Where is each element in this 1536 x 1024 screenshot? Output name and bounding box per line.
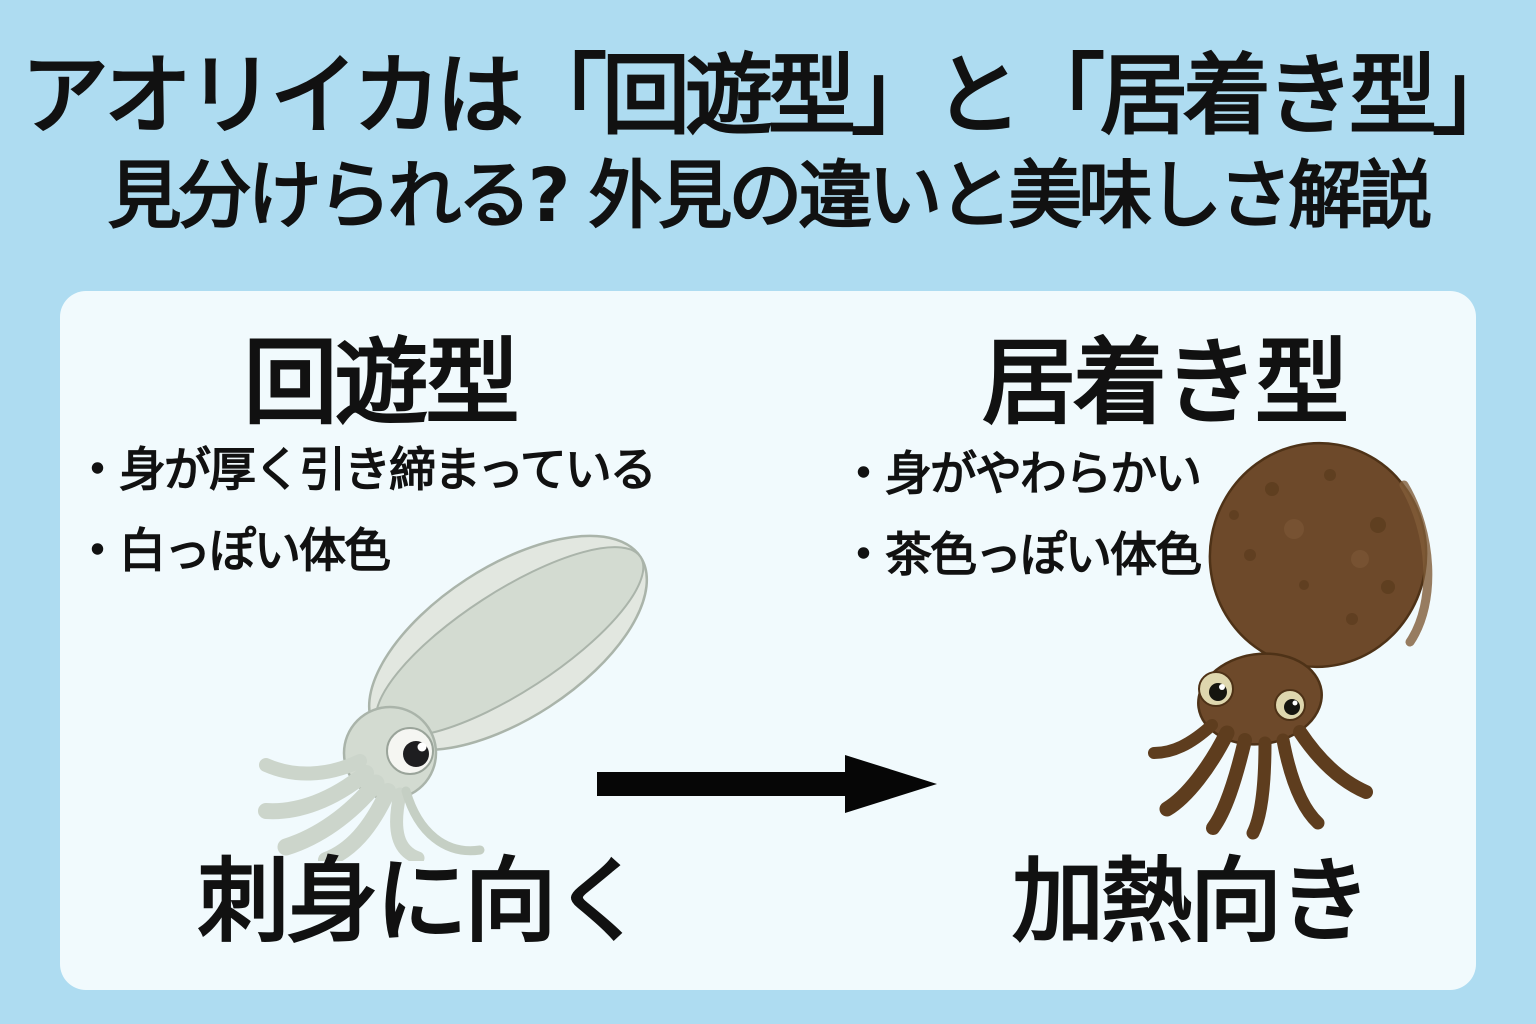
brown-squid-illustration — [1148, 441, 1433, 840]
title-line-1: アオリイカは「回遊型」と「居着き型」 — [20, 44, 1520, 147]
right-arrow-icon — [597, 755, 937, 813]
right-feature-list: ・身がやわらかい ・茶色っぽい体色 — [840, 435, 1202, 597]
bullet-item: ・身がやわらかい — [840, 447, 1202, 502]
right-usage-caption: 加熱向き — [1011, 848, 1371, 955]
bullet-item: ・茶色っぽい体色 — [840, 527, 1202, 583]
bullet-item: ・身が厚く引き締まっている — [74, 443, 657, 498]
title-line-2: 見分けられる? 外見の違いと美味しさ解説 — [107, 153, 1433, 240]
left-usage-caption: 刺身に向く — [197, 848, 645, 955]
pale-squid-illustration — [258, 534, 649, 861]
comparison-panel: 回遊型 居着き型 ・身が厚く引き締まっている ・白っぽい体色 ・身がやわらかい … — [60, 291, 1476, 990]
bullet-item: ・白っぽい体色 — [74, 523, 391, 579]
page-title: アオリイカは「回遊型」と「居着き型」 見分けられる? 外見の違いと美味しさ解説 — [0, 42, 1536, 244]
left-type-heading: 回遊型 — [243, 329, 519, 438]
left-feature-list: ・身が厚く引き締まっている ・白っぽい体色 — [74, 431, 657, 593]
right-type-heading: 居着き型 — [981, 329, 1349, 438]
